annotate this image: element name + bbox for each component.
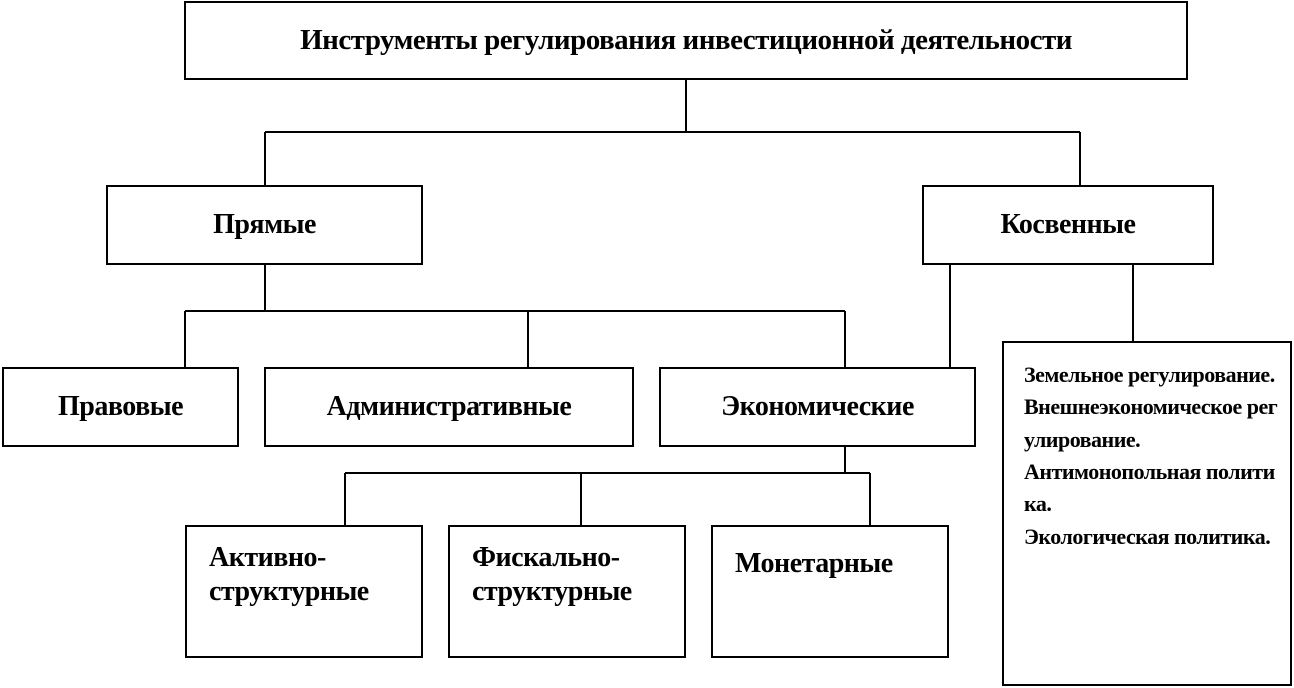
legal-node: Правовые [2,367,239,447]
economic-node: Экономические [659,367,976,447]
fiscal-structural-node-label: Фискально-структурные [472,542,632,607]
indirect-node: Косвенные [922,185,1214,265]
direct-node: Прямые [106,185,423,265]
monetary-node: Монетарные [711,525,949,658]
fiscal-structural-node: Фискально-структурные [448,525,686,658]
administrative-node: Административные [264,367,634,447]
indirect-list-item-ecological: Экологическая политика. [1024,523,1271,549]
economic-node-label: Экономические [721,391,914,423]
root-node-label: Инструменты регулирования инвестиционной… [300,24,1072,57]
administrative-node-label: Административные [326,391,572,423]
monetary-node-label: Монетарные [735,548,893,579]
active-structural-node: Активно-структурные [185,525,423,658]
legal-node-label: Правовые [58,391,184,423]
direct-node-label: Прямые [213,209,316,241]
indirect-list-node: Земельное регулирование. Внешнеэкономиче… [1002,341,1292,686]
indirect-node-label: Косвенные [1000,209,1136,241]
indirect-list-item-land: Земельное регулирование. [1024,362,1275,387]
indirect-list-item-antimonopoly: Антимонопольная политика. [1024,458,1275,517]
active-structural-node-label: Активно-структурные [209,542,369,607]
root-node: Инструменты регулирования инвестиционной… [184,1,1188,80]
indirect-list-item-foreign-economic: Внешнеэкономическое регулирование. [1024,394,1278,452]
